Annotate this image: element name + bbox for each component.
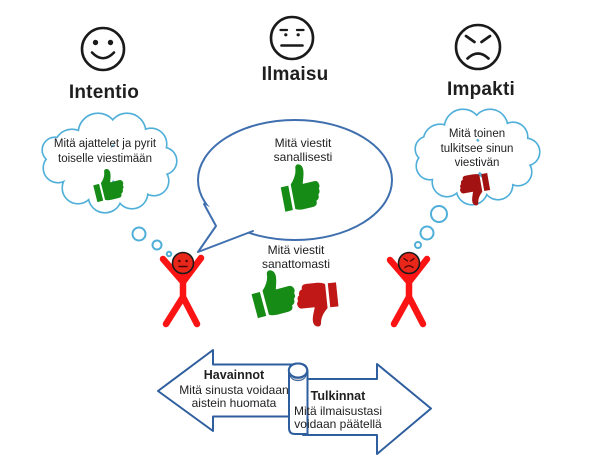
impact-cloud-line-2: tulkitsee sinun [440, 142, 514, 155]
speech-line-2: sanallisesti [273, 150, 333, 164]
intention-cloud-line-2: toiselle viestimään [58, 152, 152, 165]
receiver-face [403, 257, 415, 269]
intention-cloud-text: Mitä ajattelet ja pyrit toiselle viestim… [54, 137, 156, 166]
havainnot-line-1: Mitä sinusta voidaan [179, 383, 289, 397]
ribbon-curl [287, 362, 309, 435]
tulkinnat-arrow-shape [302, 363, 432, 455]
speech-bubble-text: Mitä viestit sanallisesti [274, 136, 333, 164]
ilmaisu-label: Ilmaisu [261, 64, 329, 85]
thumbs-up-icon-nonverbal [246, 265, 300, 320]
angry-face-icon [454, 23, 502, 71]
tulkinnat-arrow-text: Tulkinnat Mitä ilmaisustasi voidaan päät… [294, 390, 382, 431]
impact-cloud-line-3: viestivän [454, 157, 500, 169]
receiver-stick-figure [386, 251, 431, 328]
intention-cloud-line-1: Mitä ajattelet ja pyrit [53, 138, 157, 150]
tulkinnat-title: Tulkinnat [310, 389, 366, 403]
nonverbal-line-1: Mitä viestit [267, 243, 325, 257]
havainnot-arrow-text: Havainnot Mitä sinusta voidaan aistein h… [179, 369, 288, 410]
neutral-face-icon [269, 15, 315, 61]
thought-trail-right [414, 205, 448, 249]
nonverbal-line-2: sanattomasti [261, 257, 331, 271]
smiley-face-icon [80, 26, 126, 72]
thumbs-down-icon-nonverbal [295, 280, 341, 329]
impact-cloud-line-1: Mitä toinen [448, 128, 506, 140]
tulkinnat-line-2: voidaan päätellä [294, 417, 382, 431]
sender-stick-figure [159, 251, 205, 328]
nonverbal-text: Mitä viestit sanattomasti [262, 243, 330, 271]
impact-cloud-text: Mitä toinen tulkitsee sinun viestivän [441, 127, 514, 171]
impact-thought-bubble [414, 108, 541, 249]
havainnot-title: Havainnot [203, 368, 265, 382]
sender-face [178, 259, 188, 268]
impakti-label: Impakti [447, 79, 515, 100]
tulkinnat-line-1: Mitä ilmaisustasi [293, 404, 383, 418]
havainnot-line-2: aistein huomata [191, 396, 277, 410]
thought-trail-left [131, 226, 173, 258]
intentio-label: Intentio [68, 82, 140, 103]
intention-thought-bubble [41, 112, 178, 258]
speech-line-1: Mitä viestit [274, 136, 332, 150]
